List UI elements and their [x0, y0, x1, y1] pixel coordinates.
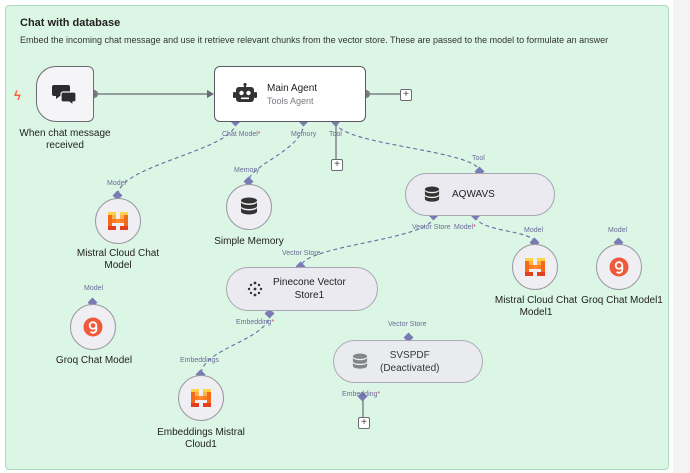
mistral-icon — [108, 212, 128, 230]
pinecone-vector-store-node[interactable]: Pinecone Vector Store1 — [226, 267, 378, 311]
port-label-vector-store-input: Vector Store — [388, 321, 427, 328]
main-agent-title: Main Agent — [267, 82, 318, 94]
label-line: When chat message — [19, 128, 111, 139]
embeddings-mistral-node[interactable] — [178, 375, 224, 421]
required-mark: * — [271, 319, 275, 326]
title-line: SVSPDF — [389, 349, 430, 361]
label-line: Model1 — [519, 307, 553, 318]
add-node-button[interactable]: + — [400, 89, 412, 101]
robot-icon — [233, 83, 257, 102]
required-mark: * — [473, 224, 476, 231]
required-mark: * — [257, 131, 261, 138]
arrow-head — [207, 90, 214, 98]
groq-chat-node[interactable] — [70, 304, 116, 350]
groq-icon — [609, 257, 629, 277]
groq-icon — [83, 317, 103, 337]
add-tool-button[interactable]: + — [331, 159, 343, 171]
database-icon — [424, 186, 440, 202]
chat-trigger-node[interactable] — [36, 66, 94, 122]
edge-tool-aqwavs — [335, 121, 481, 173]
simple-memory-node[interactable] — [226, 184, 272, 230]
edge-aqwavs-vectorstore — [300, 215, 435, 268]
trigger-bolt-icon: ϟ — [14, 88, 21, 103]
simple-memory-label: Simple Memory — [214, 236, 284, 247]
port-label-model: Model — [608, 227, 628, 234]
port-label-embeddings: Embeddings — [180, 357, 219, 364]
port-diamond — [264, 308, 275, 319]
pinecone-title: Pinecone Vector Store1 — [273, 276, 346, 302]
edge-memory — [248, 121, 305, 182]
port-label-embedding: Embedding* — [342, 391, 380, 398]
groq-chat1-label: Groq Chat Model1 — [581, 295, 663, 306]
mistral-icon — [191, 389, 211, 407]
groq-chat-label: Groq Chat Model — [55, 355, 133, 366]
aqwavs-node[interactable]: AQWAVS — [405, 173, 555, 216]
port-label-aqwavs-model: Model* — [454, 224, 476, 231]
port-label-vector-store: Vector Store — [412, 224, 451, 231]
aqwavs-title: AQWAVS — [452, 189, 495, 200]
label-line: Cloud1 — [185, 439, 217, 450]
mistral-chat-node[interactable] — [95, 198, 141, 244]
port-diamond — [243, 176, 254, 187]
sticky-title: Chat with database — [20, 17, 121, 29]
port-label-model: Model — [84, 285, 104, 292]
add-embedding-button[interactable]: + — [358, 417, 370, 429]
mistral-chat1-label: Mistral Cloud Chat Model1 — [488, 295, 584, 319]
port-text: Model — [454, 224, 474, 231]
embeddings-mistral-label: Embeddings Mistral Cloud1 — [150, 427, 252, 451]
database-icon — [241, 197, 257, 215]
port-label-model: Model — [524, 227, 544, 234]
port-label-memory: Memory — [291, 131, 317, 138]
port-label-embedding: Embedding* — [236, 319, 274, 326]
port-text: Embedding — [342, 391, 378, 398]
label-line: Mistral Cloud Chat — [494, 295, 578, 306]
port-text: Embedding — [236, 319, 272, 326]
port-label-tool: Tool — [329, 131, 342, 138]
port-label-model: Model — [107, 180, 127, 187]
svspdf-title: SVSPDF (Deactivated) — [380, 349, 439, 375]
port-diamond — [403, 332, 414, 343]
groq-chat1-node[interactable] — [596, 244, 642, 290]
label-line: received — [46, 140, 84, 151]
mistral-icon — [525, 258, 545, 276]
title-line: Pinecone Vector — [273, 277, 346, 288]
port-label-memory-input: Memory — [234, 167, 260, 174]
port-diamond — [357, 391, 368, 402]
sticky-description: Embed the incoming chat message and use … — [20, 35, 609, 45]
edge-chat-model — [117, 121, 237, 196]
edge-pinecone-embedding — [200, 312, 271, 376]
database-icon — [352, 353, 368, 369]
port-label-chat-model: Chat Model* — [222, 131, 261, 138]
port-label-vector-store-input: Vector Store — [282, 250, 321, 257]
port-text: Chat Model — [222, 131, 258, 138]
label-line: Mistral Cloud Chat — [76, 248, 160, 259]
main-agent-subtitle: Tools Agent — [267, 95, 314, 106]
port-diamond — [112, 190, 123, 201]
chat-bubbles-icon — [52, 85, 77, 105]
title-line: Store1 — [294, 290, 325, 301]
svspdf-node[interactable]: SVSPDF (Deactivated) — [333, 340, 483, 383]
right-panel-edge — [673, 0, 690, 473]
required-mark: * — [377, 391, 381, 398]
label-line: Model — [104, 260, 132, 271]
main-agent-node[interactable]: Main Agent Tools Agent — [214, 66, 366, 122]
pinecone-icon — [247, 281, 263, 297]
mistral-chat1-node[interactable] — [512, 244, 558, 290]
chat-trigger-label: When chat message received — [14, 128, 116, 152]
label-line: Embeddings Mistral — [157, 427, 245, 438]
port-label-tool-input: Tool — [472, 155, 485, 162]
title-line: (Deactivated) — [380, 362, 440, 374]
mistral-chat-label: Mistral Cloud Chat Model — [68, 248, 168, 272]
